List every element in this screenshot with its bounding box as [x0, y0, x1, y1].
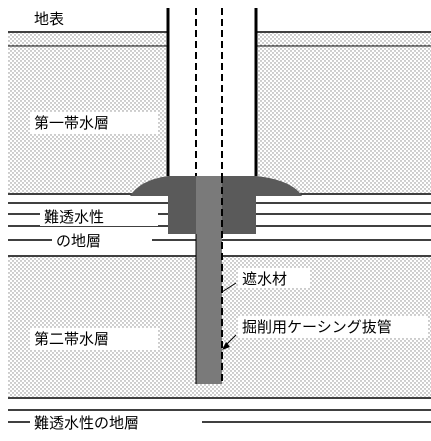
surface-soil-left: [8, 33, 168, 46]
impermeable-2-label-bg: [30, 412, 202, 432]
casing-removal-arrowhead: [222, 342, 230, 350]
casing-removal-label: 掘削用ケーシング抜管: [242, 318, 392, 336]
impermeable-1-label-bg-1: [40, 206, 158, 226]
sealing-material-label: 遮水材: [242, 270, 287, 288]
sealing-material-label-bg: [238, 268, 310, 288]
aquifer-1-right: [256, 47, 431, 193]
seal-column: [196, 234, 222, 384]
pipe-interior: [168, 8, 256, 176]
aquifer-2-label: 第二帯水層: [34, 330, 109, 348]
impermeable-1-label-line2: の地層: [56, 232, 101, 250]
aquifer-2-label-bg: [30, 328, 158, 350]
ground-surface-label-bg: [30, 8, 74, 28]
impermeable-1-label-bg-2: [52, 230, 152, 250]
impermeable-2-label: 難透水性の地層: [34, 414, 139, 432]
aquifer-1-label-bg: [30, 112, 158, 134]
sealing-material-leader: [221, 282, 237, 293]
casing-removal-label-bg: [238, 316, 428, 338]
casing-removal-leader: [225, 334, 237, 346]
aquifer-1-label: 第一帯水層: [34, 114, 109, 132]
impermeable-1-label-line1: 難透水性: [44, 208, 104, 226]
seal-column-upper: [196, 176, 222, 234]
ground-surface-label: 地表: [34, 10, 64, 28]
surface-soil-right: [256, 33, 431, 46]
